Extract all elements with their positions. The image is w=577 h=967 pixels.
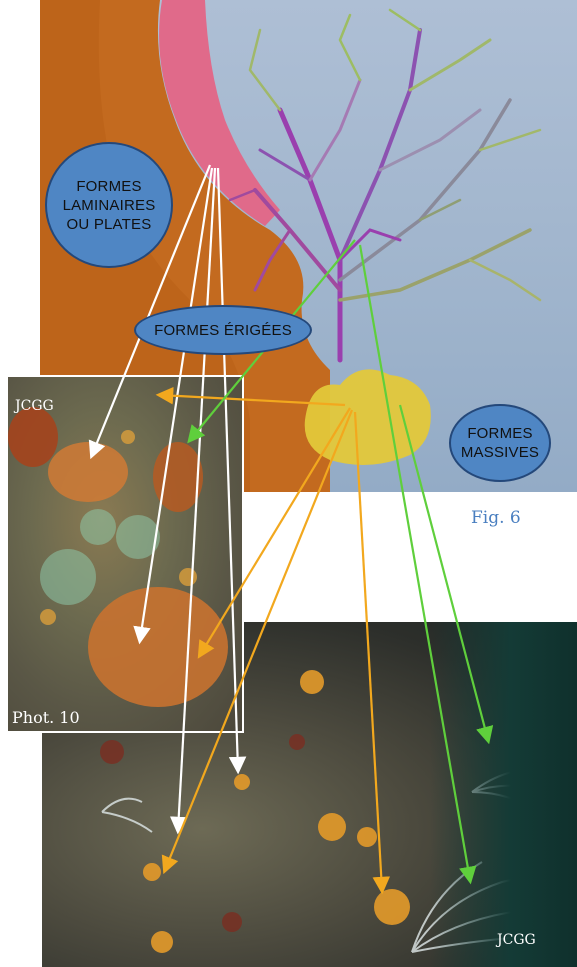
laminar-forms-label: FORMES LAMINAIRES OU PLATES: [45, 142, 173, 268]
laminar-forms-text: FORMES LAMINAIRES OU PLATES: [61, 177, 157, 234]
figure-caption: Fig. 6: [471, 508, 521, 528]
photo-10-credit: JCGG: [15, 398, 54, 414]
orange-arrows: [160, 395, 382, 890]
photo-10-caption: Phot. 10: [12, 708, 80, 727]
massive-forms-label: FORMES MASSIVES: [449, 404, 551, 482]
massive-forms-text: FORMES MASSIVES: [460, 424, 540, 462]
erect-forms-text: FORMES ÉRIGÉES: [154, 321, 292, 340]
bottom-photo-credit: JCGG: [497, 932, 536, 948]
erect-forms-label: FORMES ÉRIGÉES: [134, 305, 312, 355]
